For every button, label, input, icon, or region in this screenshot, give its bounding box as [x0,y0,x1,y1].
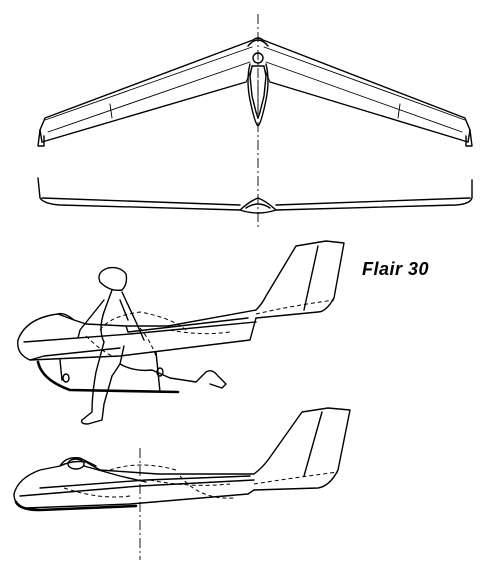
side-view-with-pilot-launching [17,240,345,425]
front-view [37,177,473,214]
top-view [37,37,473,147]
aircraft-title: Flair 30 [362,259,430,279]
side-view-prone-flight [13,407,351,512]
